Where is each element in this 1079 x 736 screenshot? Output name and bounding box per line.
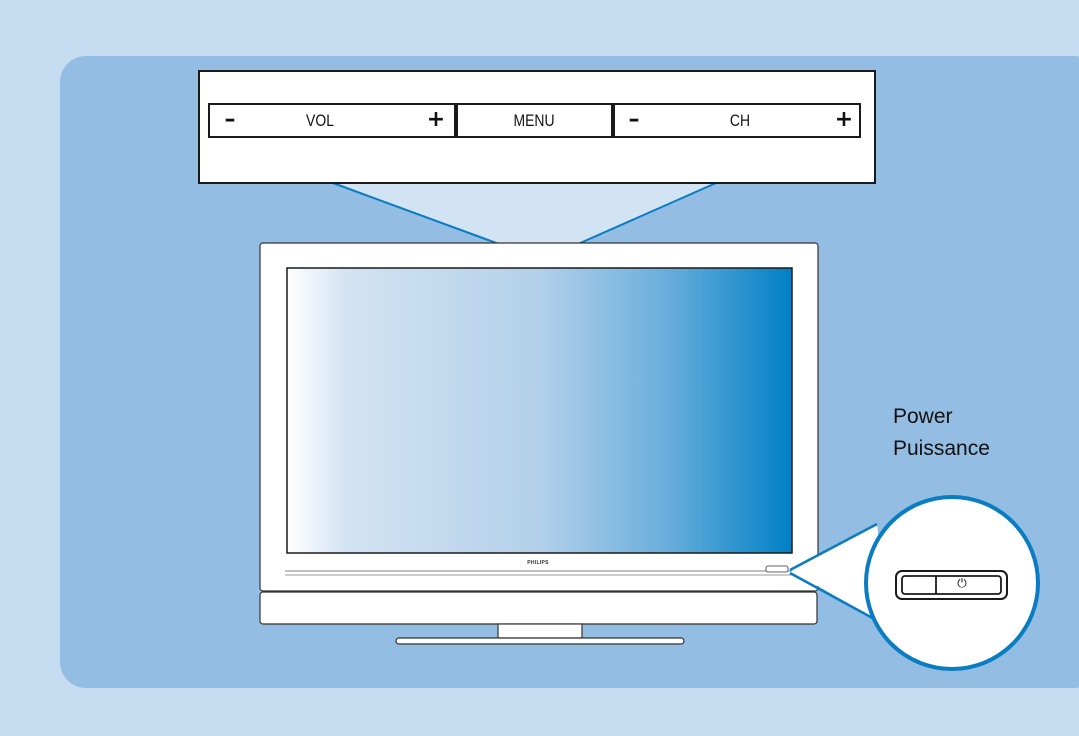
ch-label: CH: [715, 104, 764, 136]
power-button-inner: [902, 576, 1001, 594]
callout-beam: [333, 183, 716, 244]
power-label-en: Power: [893, 405, 953, 429]
menu-label: MENU: [501, 104, 567, 136]
vol-plus-icon[interactable]: +: [422, 104, 450, 136]
vol-minus-icon[interactable]: –: [216, 104, 244, 136]
tv-stand-neck: [498, 624, 582, 638]
ch-plus-icon[interactable]: +: [830, 104, 858, 136]
tv-speaker-bar: [260, 592, 817, 624]
power-label-fr: Puissance: [893, 437, 990, 461]
power-icon: ⏻: [954, 573, 970, 593]
tv-brand-logo: PHILIPS: [518, 560, 558, 566]
tv-stand-base: [396, 638, 684, 644]
ch-minus-icon[interactable]: –: [620, 104, 648, 136]
tv-power-button[interactable]: [766, 566, 788, 572]
tv-screen: [287, 268, 792, 553]
vol-label: VOL: [295, 104, 344, 136]
